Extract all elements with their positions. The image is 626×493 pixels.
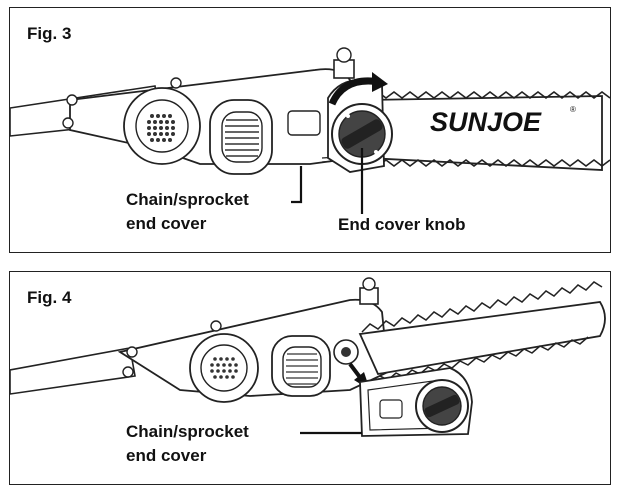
figure-3-panel: Fig. 3 (9, 7, 611, 253)
figure-3-label: Fig. 3 (27, 24, 72, 43)
callout-line-2: end cover (126, 214, 207, 233)
callout-line-1: Chain/sprocket (126, 190, 249, 209)
callout-line-1: End cover knob (338, 215, 466, 234)
brand-logo-text: SUNJOE (430, 107, 542, 137)
callout-end-cover-knob: End cover knob (338, 213, 466, 237)
figure-4-panel: Fig. 4 (9, 271, 611, 485)
callout-line-2: end cover (126, 446, 207, 465)
callout-chain-sprocket-end-cover: Chain/sprocket end cover (126, 420, 249, 468)
callout-line-1: Chain/sprocket (126, 422, 249, 441)
callout-chain-sprocket-end-cover: Chain/sprocket end cover (126, 188, 249, 236)
figure-4-illustration (10, 277, 606, 437)
figure-3-illustration: SUNJOE ® (10, 47, 610, 214)
leader-line-end-cover (291, 166, 303, 204)
figure-4-label: Fig. 4 (27, 288, 72, 307)
brand-registered-mark: ® (570, 105, 576, 114)
